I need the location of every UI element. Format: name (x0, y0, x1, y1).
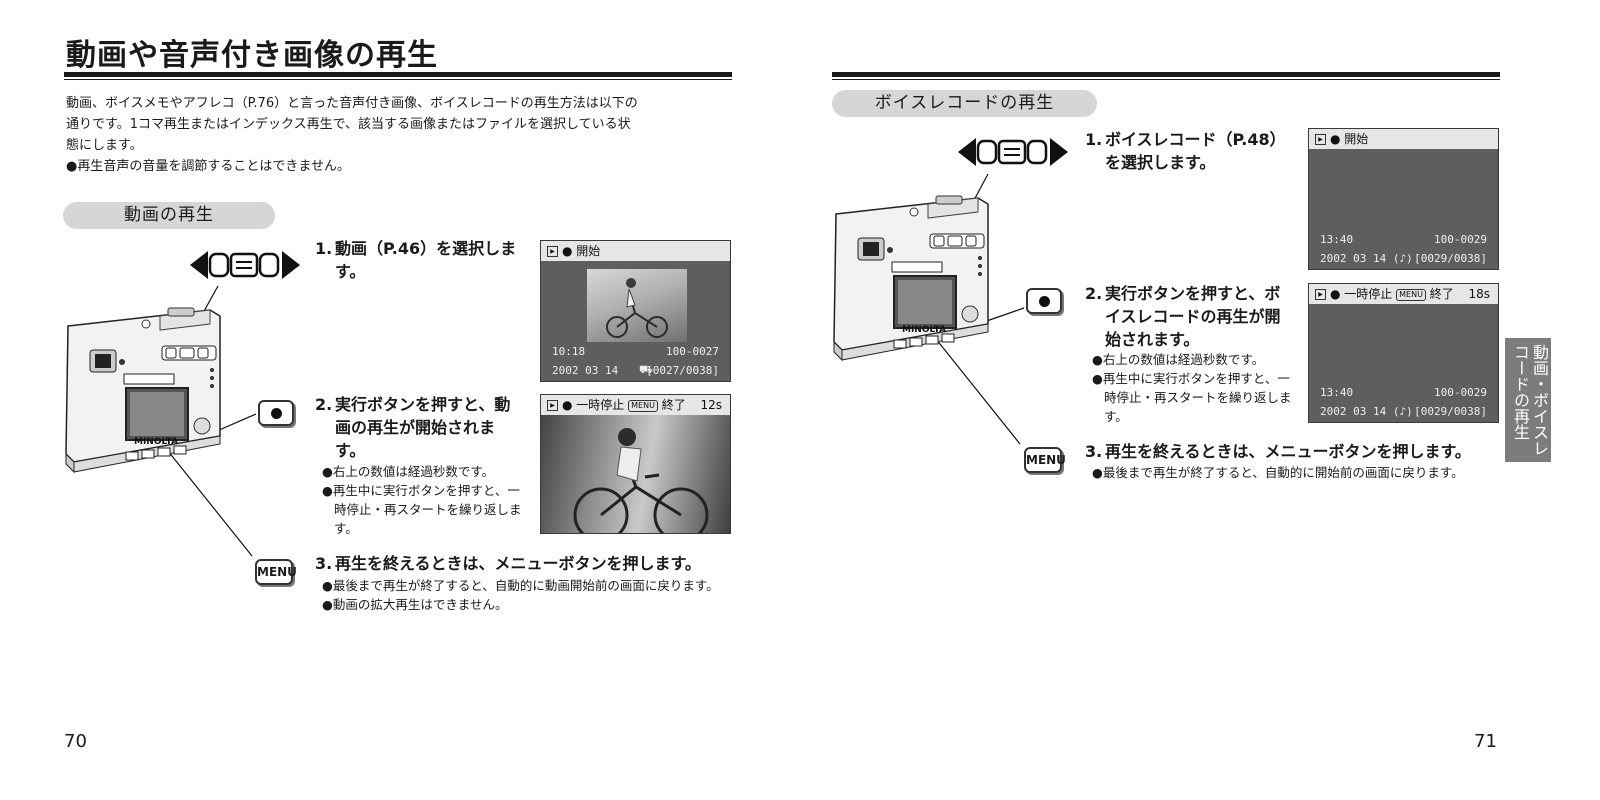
bullet-note: ●動画の拡大再生はできません。 (322, 597, 508, 612)
step-text: 再生を終えるときは、メニューボタンを押します。 (1105, 442, 1471, 461)
movie-step-3: 3.再生を終えるときは、メニューボタンを押します。 (315, 552, 745, 575)
screen-frame-count: [0029/0038] (1414, 252, 1487, 265)
voice-screen-pause: ▶ ● 一時停止 MENU 終了 18s 13:40 100-0029 2002 0… (1308, 283, 1499, 423)
playback-icon: ▶ (1315, 289, 1326, 300)
movie-icon: ⛟ (639, 363, 653, 376)
side-index-tab: 動画・ボイスレコードの再生 (1505, 338, 1551, 462)
playback-icon: ▶ (547, 400, 558, 411)
execute-button-icon (1026, 288, 1062, 314)
voice-step-3: 3.再生を終えるときは、メニューボタンを押します。 (1085, 440, 1500, 463)
section-title-voice: ボイスレコードの再生 (832, 90, 1097, 117)
top-rule (832, 72, 1500, 77)
screen-file-number: 100-0027 (666, 345, 719, 358)
movie-step-2: 2.実行ボタンを押すと、動 画の再生が開始されま す。 (315, 393, 530, 462)
bullet-note: ●右上の数値は経過秒数です。 (1092, 352, 1265, 367)
step-text: 動画（P.46）を選択しま (335, 239, 517, 258)
screen-frame-count: [0027/0038] (646, 364, 719, 377)
step-text: す。 (335, 441, 366, 460)
movie-step-1: 1.動画（P.46）を選択しま す。 (315, 237, 530, 283)
voice-screen-start: ▶ ● 開始 13:40 100-0029 2002 03 14 (♪) [002… (1308, 128, 1499, 270)
step-text: イスレコードの再生が開 (1105, 307, 1281, 326)
menu-icon: MENU (1396, 288, 1426, 301)
screen-date: 2002 03 14 (♪) (1320, 405, 1413, 418)
bullet-note: ●再生中に実行ボタンを押すと、一時停止・再スタートを繰り返します。 (322, 483, 522, 536)
step-text: 再生を終えるときは、メニューボタンを押します。 (335, 554, 701, 573)
camera-illustration: MINOLTA (833, 174, 1025, 445)
camera-illustration: MINOLTA (65, 286, 257, 557)
page-title: 動画や音声付き画像の再生 (66, 38, 438, 73)
screen-status: ● 一時停止 (562, 398, 625, 412)
top-rule-thin (832, 79, 1500, 80)
screen-status: ● 開始 (1330, 132, 1369, 146)
step-text: 始されます。 (1105, 330, 1200, 349)
menu-button-icon: MENU (1024, 447, 1066, 473)
elapsed-seconds: 12s (700, 398, 722, 412)
intro-text: 動画、ボイスメモやアフレコ（P.76）と言った音声付き画像、ボイスレコードの再生… (66, 93, 746, 177)
title-rule (64, 72, 732, 77)
step-number: 1. (315, 239, 333, 258)
svg-text:MINOLTA: MINOLTA (134, 437, 178, 447)
screen-time: 13:40 (1320, 386, 1354, 399)
elapsed-seconds: 18s (1468, 287, 1490, 301)
step-number: 2. (315, 395, 333, 414)
svg-text:MINOLTA: MINOLTA (902, 325, 946, 335)
intro-line: 動画、ボイスメモやアフレコ（P.76）と言った音声付き画像、ボイスレコードの再生… (66, 96, 638, 111)
step-number: 1. (1085, 130, 1103, 149)
menu-icon: MENU (628, 399, 658, 412)
screen-file-number: 100-0029 (1434, 386, 1487, 399)
step-text: 実行ボタンを押すと、動 (335, 395, 511, 414)
page-number-left: 70 (64, 731, 87, 752)
bullet-note: ●最後まで再生が終了すると、自動的に開始前の画面に戻ります。 (1092, 465, 1464, 480)
screen-status-bar: ▶ ● 一時停止 MENU 終了 12s (541, 395, 730, 415)
bullet-note: ●最後まで再生が終了すると、自動的に動画開始前の画面に戻ります。 (322, 578, 719, 593)
page-number-right: 71 (1474, 731, 1497, 752)
screen-status: ● 開始 (562, 244, 601, 258)
movie-step-2-notes: ●右上の数値は経過秒数です。 ●再生中に実行ボタンを押すと、一時停止・再スタート… (322, 462, 530, 538)
bullet-note: ●再生中に実行ボタンを押すと、一時停止・再スタートを繰り返します。 (1092, 371, 1292, 424)
step-number: 2. (1085, 284, 1103, 303)
execute-button-icon (258, 400, 294, 426)
bullet-note: ●右上の数値は経過秒数です。 (322, 464, 495, 479)
voice-step-3-notes: ●最後まで再生が終了すると、自動的に開始前の画面に戻ります。 (1092, 463, 1502, 482)
screen-file-number: 100-0029 (1434, 233, 1487, 246)
movie-step-3-notes: ●最後まで再生が終了すると、自動的に動画開始前の画面に戻ります。 ●動画の拡大再… (322, 576, 732, 614)
arrow-key-icon (958, 138, 1068, 166)
arrow-key-icon (190, 251, 300, 279)
step-number: 3. (315, 554, 333, 573)
voice-step-2: 2.実行ボタンを押すと、ボ イスレコードの再生が開 始されます。 (1085, 282, 1300, 351)
screen-status-bar: ▶ ● 開始 (541, 241, 730, 261)
step-text: ボイスレコード（P.48） (1105, 130, 1286, 149)
voice-step-1: 1.ボイスレコード（P.48） を選択します。 (1085, 128, 1300, 174)
screen-status: ● 一時停止 (1330, 287, 1393, 301)
playback-icon: ▶ (1315, 134, 1326, 145)
screen-end-label: 終了 (1429, 287, 1454, 301)
playback-screen-start: ▶ ● 開始 10:18 100-0027 2002 03 14 ⛟ [0027/… (540, 240, 731, 382)
step-number: 3. (1085, 442, 1103, 461)
screen-time: 13:40 (1320, 233, 1354, 246)
section-title-movie: 動画の再生 (63, 202, 275, 229)
playback-icon: ▶ (547, 246, 558, 257)
voice-step-2-notes: ●右上の数値は経過秒数です。 ●再生中に実行ボタンを押すと、一時停止・再スタート… (1092, 350, 1300, 426)
menu-button-icon: MENU (255, 559, 297, 585)
volume-note: ●再生音声の音量を調節することはできません。 (66, 159, 350, 174)
step-text: を選択します。 (1105, 153, 1216, 172)
intro-line: 通りです。1コマ再生またはインデックス再生で、該当する画像またはファイルを選択し… (66, 117, 631, 132)
screen-date: 2002 03 14 (♪) (1320, 252, 1413, 265)
step-text: 画の再生が開始されま (335, 418, 496, 437)
screen-status-bar: ▶ ● 一時停止 MENU 終了 18s (1309, 284, 1498, 304)
step-text: す。 (335, 262, 366, 281)
movie-frame (541, 415, 730, 533)
screen-status-bar: ▶ ● 開始 (1309, 129, 1498, 149)
screen-frame-count: [0029/0038] (1414, 405, 1487, 418)
screen-end-label: 終了 (661, 398, 686, 412)
movie-thumbnail (587, 269, 687, 342)
step-text: 実行ボタンを押すと、ボ (1105, 284, 1281, 303)
intro-line: 態にします。 (66, 138, 143, 153)
playback-screen-pause: ▶ ● 一時停止 MENU 終了 12s (540, 394, 731, 534)
screen-time: 10:18 (552, 345, 586, 358)
title-rule-thin (64, 79, 732, 80)
screen-date: 2002 03 14 (552, 364, 619, 377)
